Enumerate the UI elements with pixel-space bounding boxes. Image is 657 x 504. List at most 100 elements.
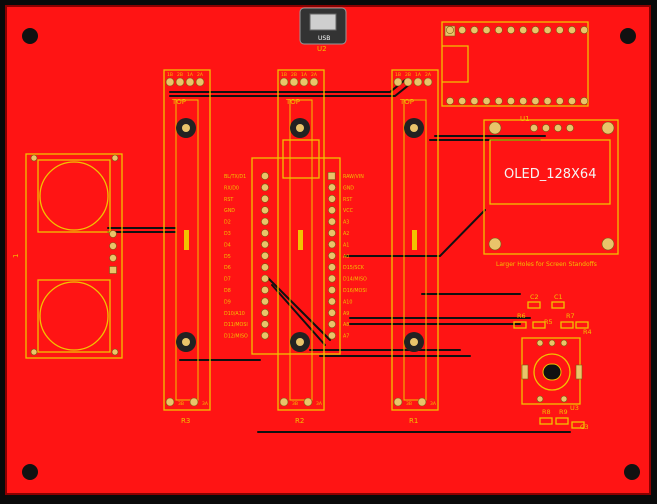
ref-r4: R4 (583, 328, 592, 336)
oled-pad (566, 124, 574, 132)
slider-pad (309, 77, 319, 87)
slider-knob-marker (298, 230, 303, 250)
oled-display[interactable]: U1 OLED_128X64 Larger Holes for Screen S… (483, 115, 619, 268)
ref-r9: R9 (559, 408, 568, 416)
slider-top-label: TOP (171, 98, 186, 106)
slider-mount-ring (296, 338, 304, 346)
slider-pad (189, 397, 199, 407)
slider-pin-label: 3A (202, 401, 209, 407)
slider-pad (185, 77, 195, 87)
slider-track (403, 99, 427, 401)
header-pad (446, 97, 454, 105)
slider-top-label: TOP (285, 98, 300, 106)
oled-ref-label: U1 (520, 115, 530, 123)
ref-r8: R8 (542, 408, 551, 416)
mcu-left-pin-label: D2 (224, 220, 231, 226)
oled-pad (530, 124, 538, 132)
oled-note-label: Larger Holes for Screen Standoffs (496, 261, 597, 268)
rotary-encoder-cluster[interactable]: C2 C1 R6 R5 R7 R4 R8 R9 U3 C3 (513, 293, 592, 431)
mcu-left-pin-label: D8 (224, 288, 231, 294)
slider-pad (279, 397, 289, 407)
ref-r6: R6 (517, 312, 526, 320)
slider-pad (393, 397, 403, 407)
pro-micro-header[interactable] (441, 21, 589, 107)
ref-c3: C3 (580, 423, 589, 431)
slider-pin-label: 2B (177, 72, 183, 78)
mcu-right-pin-label: A0 (343, 254, 349, 260)
slider-outline (163, 69, 211, 411)
header-pad (568, 26, 576, 34)
slider-pad (279, 77, 289, 87)
slider-pad (403, 77, 413, 87)
slider-pin-label: 3B (292, 401, 298, 407)
mcu-left-pin-label: D5 (224, 254, 231, 260)
slider-mount-ring (410, 124, 418, 132)
slider-ref-label: R3 (181, 417, 190, 425)
slider-pad (417, 397, 427, 407)
slider-pin-label: 3B (406, 401, 412, 407)
slider-mount-ring (296, 124, 304, 132)
mcu-left-pin-label: D10/A10 (224, 311, 245, 317)
mcu-left-pad (261, 286, 269, 294)
mcu-right-pin-label: GND (343, 185, 354, 191)
header-pad (555, 26, 564, 34)
mounting-hole-top-right (620, 28, 636, 44)
mcu-left-pad (261, 331, 269, 340)
ref-r7: R7 (566, 312, 575, 320)
mcu-right-pin-label: A8 (343, 322, 349, 328)
oled-pad (542, 124, 550, 132)
mcu-left-pad (261, 172, 269, 180)
header-pad (543, 97, 552, 105)
mcu-left-pin-label: D3 (224, 231, 231, 237)
mcu-right-pad (328, 274, 336, 283)
slider-pad (423, 77, 433, 87)
slider-track (175, 99, 199, 401)
slider-pin-label: 1A (415, 72, 422, 78)
mcu-left-pad (261, 217, 269, 226)
mcu-right-pad (328, 217, 336, 226)
slider-pin-label: 2B (405, 72, 411, 78)
slider-knob-marker (412, 230, 417, 250)
slider-pin-label: 1A (187, 72, 194, 78)
mcu-left-pin-label: RX/D0 (224, 185, 239, 191)
mcu-right-pin-label: A1 (343, 242, 349, 248)
mcu-left-pin-label: D11/MOSI (224, 322, 248, 328)
ultrasonic-sensor[interactable]: 1 (12, 153, 123, 359)
header-pad (543, 26, 552, 34)
slider-pad (165, 397, 175, 407)
mcu-footprint[interactable]: BL/TX/D1RX/D0RSTGNDD2D3D4D5D6D7D8D9D10/A… (224, 139, 367, 355)
slider-pad (195, 77, 205, 87)
mcu-left-pad (261, 240, 269, 249)
mcu-right-pin-label: VCC (343, 208, 354, 214)
mounting-hole-bottom-left (22, 464, 38, 480)
mcu-right-pad (328, 297, 336, 306)
header-pad (482, 97, 491, 105)
mcu-right-pin-label: D15/SCK (343, 265, 365, 271)
mcu-right-pin-label: D14/MISO (343, 277, 367, 283)
mcu-left-pin-label: BL/TX/D1 (224, 174, 246, 180)
mcu-right-pad (328, 251, 336, 260)
mcu-right-pad (328, 229, 336, 237)
mcu-right-pad (328, 320, 336, 329)
slider-pad (289, 77, 299, 87)
mcu-left-pad (261, 183, 269, 192)
slider-mount-ring (410, 338, 418, 346)
mounting-hole-bottom-right (624, 464, 640, 480)
mcu-left-pin-label: GND (224, 208, 235, 214)
slider-pad (299, 77, 309, 87)
slider-pin-label: 2A (425, 72, 432, 78)
mcu-right-pad (328, 308, 336, 317)
slider-top-label: TOP (399, 98, 414, 106)
slider-pad (165, 77, 175, 87)
header-pad (531, 26, 540, 34)
slider-pin-label: 1B (395, 72, 401, 78)
slider-ref-label: R1 (409, 417, 418, 425)
oled-part-label: OLED_128X64 (504, 167, 596, 182)
slider-pin-label: 3B (178, 401, 184, 407)
slider-pin-label: 1A (301, 72, 308, 78)
usb-connector[interactable]: USB U2 (299, 7, 347, 53)
